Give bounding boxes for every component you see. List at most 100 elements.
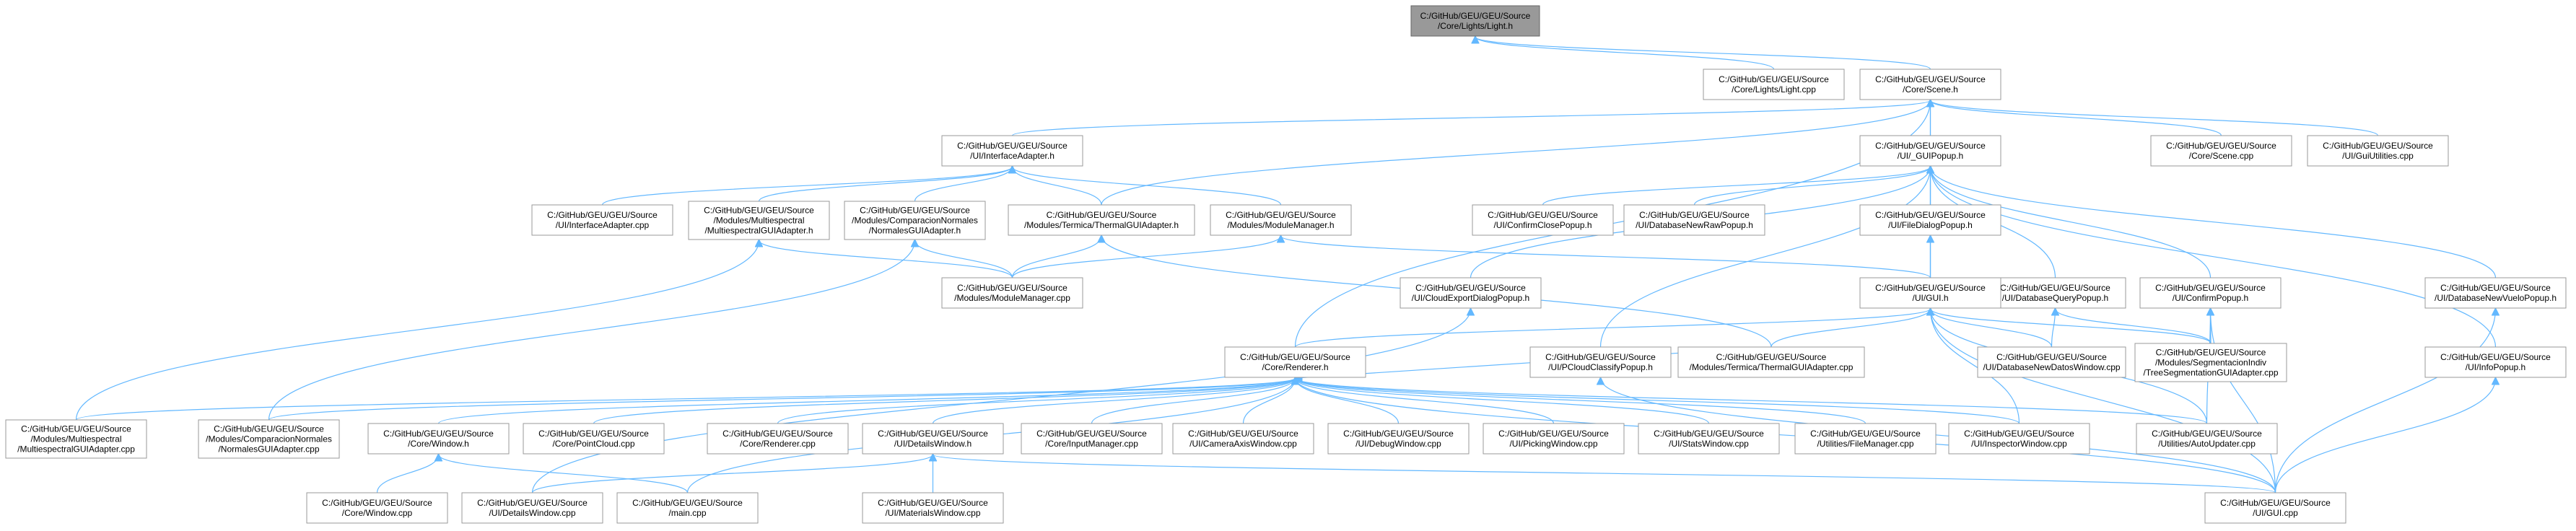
edge-layer — [75, 37, 2497, 493]
node-gui-h[interactable]: C:/GitHub/GEU/GEU/Source/UI/GUI.h — [1859, 277, 2001, 309]
node-label-line: /UI/CameraAxisWindow.cpp — [1189, 439, 1297, 449]
node-box — [367, 423, 510, 455]
node-gui-cpp[interactable]: C:/GitHub/GEU/GEU/Source/UI/GUI.cpp — [2204, 492, 2346, 524]
edge-multispectral_cpp-to-multispectral_h — [75, 240, 759, 421]
node-comparacion-cpp[interactable]: C:/GitHub/GEU/GEU/Source/Modules/Compara… — [198, 419, 340, 459]
node-label-line: /UI/CloudExportDialogPopup.h — [1412, 293, 1529, 303]
node-detailswindow-cpp[interactable]: C:/GitHub/GEU/GEU/Source/UI/DetailsWindo… — [461, 492, 603, 524]
node-detailswindow-h[interactable]: C:/GitHub/GEU/GEU/Source/UI/DetailsWindo… — [862, 423, 1004, 455]
node-light-h: C:/GitHub/GEU/GEU/Source/Core/Lights/Lig… — [1410, 5, 1540, 37]
node-pointcloud-cpp[interactable]: C:/GitHub/GEU/GEU/Source/Core/PointCloud… — [523, 423, 665, 455]
edge-inspectorwindow_cpp-to-renderer_h — [1296, 378, 2020, 424]
node-box — [1948, 423, 2090, 455]
edge-light_cpp-to-light_h — [1475, 37, 1775, 70]
node-interfaceadapter-h[interactable]: C:/GitHub/GEU/GEU/Source/UI/InterfaceAda… — [941, 135, 1083, 167]
node-window-h[interactable]: C:/GitHub/GEU/GEU/Source/Core/Window.h — [367, 423, 510, 455]
node-modulemanager-cpp[interactable]: C:/GitHub/GEU/GEU/Source/Modules/ModuleM… — [941, 277, 1083, 309]
edge-thermal_h-to-interfaceadapter_h — [1013, 167, 1102, 206]
node-confirmclose-h[interactable]: C:/GitHub/GEU/GEU/Source/UI/ConfirmClose… — [1472, 204, 1614, 236]
node-autoupdater-cpp[interactable]: C:/GitHub/GEU/GEU/Source/Utilities/AutoU… — [2136, 423, 2278, 455]
node-multispectral-cpp[interactable]: C:/GitHub/GEU/GEU/Source/Modules/Multies… — [5, 419, 147, 459]
node-label-line: /UI/ConfirmPopup.h — [2173, 293, 2248, 303]
node-label-line: C:/GitHub/GEU/GEU/Source — [1488, 210, 1598, 220]
edge-detailswindow_cpp-to-detailswindow_h — [531, 455, 933, 493]
node-label-line: C:/GitHub/GEU/GEU/Source — [2155, 283, 2266, 293]
node-pickingwindow-cpp[interactable]: C:/GitHub/GEU/GEU/Source/UI/PickingWindo… — [1483, 423, 1625, 455]
node-label-line: C:/GitHub/GEU/GEU/Source — [2152, 429, 2262, 439]
node-window-cpp[interactable]: C:/GitHub/GEU/GEU/Source/Core/Window.cpp — [306, 492, 448, 524]
node-pcloudclassify-h[interactable]: C:/GitHub/GEU/GEU/Source/UI/PCloudClassi… — [1529, 346, 1672, 378]
node-box — [1224, 346, 1366, 378]
node-dbnewvuelo-h[interactable]: C:/GitHub/GEU/GEU/Source/UI/DatabaseNewV… — [2424, 277, 2567, 309]
edge-main_cpp-to-window_h — [439, 455, 689, 493]
node-statswindow-cpp[interactable]: C:/GitHub/GEU/GEU/Source/UI/StatsWindow.… — [1638, 423, 1780, 455]
edge-gui_cpp-to-dbnewvuelo_h — [2274, 309, 2496, 493]
node-thermal-h[interactable]: C:/GitHub/GEU/GEU/Source/Modules/Termica… — [1008, 204, 1195, 236]
node-main-cpp[interactable]: C:/GitHub/GEU/GEU/Source/main.cpp — [616, 492, 759, 524]
node-inputmanager-cpp[interactable]: C:/GitHub/GEU/GEU/Source/Core/InputManag… — [1021, 423, 1163, 455]
node-dbnewdatos-cpp[interactable]: C:/GitHub/GEU/GEU/Source/UI/DatabaseNewD… — [1977, 346, 2126, 378]
node-light-cpp[interactable]: C:/GitHub/GEU/GEU/Source/Core/Lights/Lig… — [1703, 69, 1845, 100]
node-label-line: /Core/Renderer.cpp — [740, 439, 816, 449]
node-label-line: /Core/Lights/Light.h — [1438, 21, 1513, 31]
node-label-line: C:/GitHub/GEU/GEU/Source — [2156, 348, 2266, 358]
edge-detailswindow_cpp-to-cloudexport_h — [531, 309, 1471, 493]
node-box — [2150, 135, 2292, 167]
node-dbquery-h[interactable]: C:/GitHub/GEU/GEU/Source/UI/DatabaseQuer… — [1984, 277, 2126, 309]
node-label-line: /UI/DatabaseNewRawPopup.h — [1636, 220, 1753, 230]
node-label-line: C:/GitHub/GEU/GEU/Source — [1875, 74, 1986, 84]
edge-dbnewvuelo_h-to-guipopup_h — [1931, 167, 2497, 278]
node-cameraaxis-cpp[interactable]: C:/GitHub/GEU/GEU/Source/UI/CameraAxisWi… — [1172, 423, 1314, 455]
node-box — [2424, 346, 2567, 378]
node-label-line: /UI/PickingWindow.cpp — [1509, 439, 1597, 449]
edge-thermal_h-to-scene_h — [1101, 100, 1931, 206]
node-interfaceadapter-cpp[interactable]: C:/GitHub/GEU/GEU/Source/UI/InterfaceAda… — [531, 204, 673, 236]
edge-interfaceadapter_h-to-scene_h — [1011, 100, 1931, 136]
node-guipopup-h[interactable]: C:/GitHub/GEU/GEU/Source/UI/_GUIPopup.h — [1859, 135, 2001, 167]
node-scene-h[interactable]: C:/GitHub/GEU/GEU/Source/Core/Scene.h — [1859, 69, 2001, 100]
node-box — [1859, 277, 2001, 309]
node-label-line: C:/GitHub/GEU/GEU/Source — [547, 210, 658, 220]
node-comparacion-h[interactable]: C:/GitHub/GEU/GEU/Source/Modules/Compara… — [844, 201, 986, 240]
edge-debugwindow_cpp-to-renderer_h — [1296, 378, 1400, 424]
node-multispectral-h[interactable]: C:/GitHub/GEU/GEU/Source/Modules/Multies… — [688, 201, 830, 240]
node-label-line: /MultiespectralGUIAdapter.cpp — [17, 444, 135, 455]
node-inspectorwindow-cpp[interactable]: C:/GitHub/GEU/GEU/Source/UI/InspectorWin… — [1948, 423, 2090, 455]
node-thermal-cpp[interactable]: C:/GitHub/GEU/GEU/Source/Modules/Termica… — [1677, 346, 1865, 378]
node-label-line: /UI/DebugWindow.cpp — [1355, 439, 1441, 449]
node-modulemanager-h[interactable]: C:/GitHub/GEU/GEU/Source/Modules/ModuleM… — [1210, 204, 1352, 236]
edge-multispectral_cpp-to-renderer_h — [75, 378, 1296, 421]
edge-dbnewraw_h-to-guipopup_h — [1693, 167, 1931, 206]
edge-renderer_h-to-gui_h — [1294, 309, 1931, 348]
node-renderer-h[interactable]: C:/GitHub/GEU/GEU/Source/Core/Renderer.h — [1224, 346, 1366, 378]
node-label-line: /Core/Lights/Light.cpp — [1732, 84, 1816, 95]
node-filemanager-cpp[interactable]: C:/GitHub/GEU/GEU/Source/Utilities/FileM… — [1794, 423, 1937, 455]
node-label-line: C:/GitHub/GEU/GEU/Source — [1875, 141, 1986, 151]
node-box — [1794, 423, 1937, 455]
node-materialswindow-cpp[interactable]: C:/GitHub/GEU/GEU/Source/UI/MaterialsWin… — [862, 492, 1004, 524]
node-label-line: /Modules/Multiespectral — [713, 216, 804, 226]
node-confirmpopup-h[interactable]: C:/GitHub/GEU/GEU/Source/UI/ConfirmPopup… — [2139, 277, 2282, 309]
edge-pcloudclassify_h-to-guipopup_h — [1599, 167, 1931, 348]
edge-pickingwindow_cpp-to-renderer_h — [1296, 378, 1555, 424]
node-scene-cpp[interactable]: C:/GitHub/GEU/GEU/Source/Core/Scene.cpp — [2150, 135, 2292, 167]
node-filedialog-h[interactable]: C:/GitHub/GEU/GEU/Source/UI/FileDialogPo… — [1859, 204, 2001, 236]
node-label-line: C:/GitHub/GEU/GEU/Source — [957, 283, 1067, 293]
edge-thermal_cpp-to-gui_h — [1771, 309, 1931, 348]
edge-dbnewdatos_cpp-to-dbquery_h — [2051, 309, 2056, 348]
node-label-line: /Utilities/AutoUpdater.cpp — [2158, 439, 2256, 449]
node-dbnewraw-h[interactable]: C:/GitHub/GEU/GEU/Source/UI/DatabaseNewR… — [1623, 204, 1765, 236]
node-guiutilities-cpp[interactable]: C:/GitHub/GEU/GEU/Source/UI/GuiUtilities… — [2307, 135, 2449, 167]
node-treeseg-cpp[interactable]: C:/GitHub/GEU/GEU/Source/Modules/Segment… — [2134, 343, 2287, 382]
node-box — [1703, 69, 1845, 100]
node-label-line: /Core/InputManager.cpp — [1045, 439, 1138, 449]
node-box — [2204, 492, 2346, 524]
node-infopopup-h[interactable]: C:/GitHub/GEU/GEU/Source/UI/InfoPopup.h — [2424, 346, 2567, 378]
node-debugwindow-cpp[interactable]: C:/GitHub/GEU/GEU/Source/UI/DebugWindow.… — [1327, 423, 1470, 455]
node-label-line: /Modules/ComparacionNormales — [852, 216, 978, 226]
node-label-line: C:/GitHub/GEU/GEU/Source — [2440, 283, 2551, 293]
node-label-line: C:/GitHub/GEU/GEU/Source — [704, 206, 814, 216]
node-cloudexport-h[interactable]: C:/GitHub/GEU/GEU/Source/UI/CloudExportD… — [1400, 277, 1542, 309]
edge-dbnewdatos_cpp-to-gui_h — [1931, 309, 2053, 348]
node-renderer-cpp[interactable]: C:/GitHub/GEU/GEU/Source/Core/Renderer.c… — [707, 423, 849, 455]
